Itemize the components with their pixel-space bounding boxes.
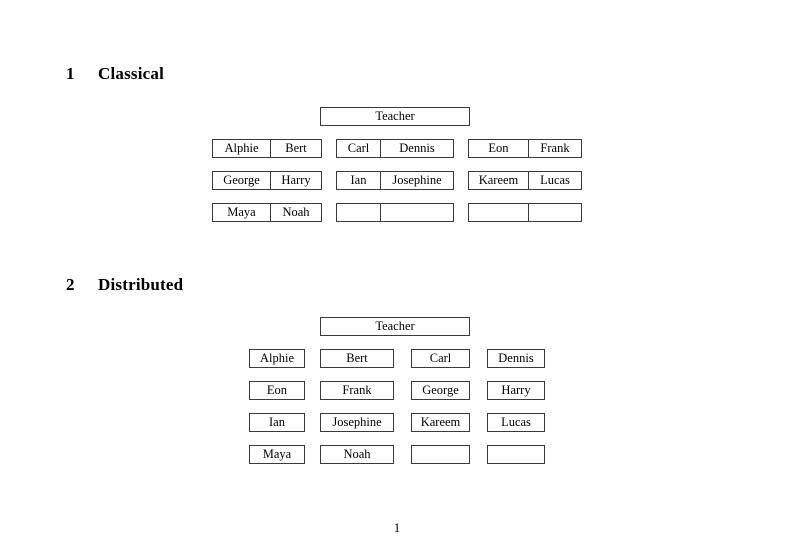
name-box: Kareem: [411, 413, 470, 432]
table-row: Ian Josephine: [336, 171, 454, 190]
section-heading-classical: 1 Classical: [66, 64, 164, 84]
name-cell: Josephine: [380, 172, 453, 189]
name-box: Noah: [320, 445, 394, 464]
name-box-empty: [411, 445, 470, 464]
name-cell: George: [223, 173, 260, 187]
name-cell: Carl: [347, 141, 370, 155]
teacher-box-distributed: Teacher: [320, 317, 470, 336]
table-row: Carl Dennis: [336, 139, 454, 158]
name-box: Alphie: [249, 349, 305, 368]
name-cell-empty: [469, 204, 528, 221]
name-cell: Dennis: [380, 140, 453, 157]
name-cell: Maya: [227, 205, 256, 219]
section-title: Classical: [98, 64, 165, 83]
name-box-empty: [487, 445, 545, 464]
table-row: Eon Frank: [468, 139, 582, 158]
table-row: Maya Noah: [212, 203, 322, 222]
name-cell: Alphie: [224, 141, 259, 155]
section-title: Distributed: [98, 275, 184, 294]
table-row: George Harry: [212, 171, 322, 190]
name-cell: Bert: [270, 140, 321, 157]
name-box: Dennis: [487, 349, 545, 368]
name-box: Maya: [249, 445, 305, 464]
name-cell: Eon: [488, 141, 509, 155]
name-box: George: [411, 381, 470, 400]
name-cell: Lucas: [528, 172, 581, 189]
name-cell-empty: [337, 204, 380, 221]
name-cell-empty: [528, 204, 581, 221]
section-number: 2: [66, 275, 75, 294]
name-cell: Frank: [528, 140, 581, 157]
name-box: Harry: [487, 381, 545, 400]
name-box: Frank: [320, 381, 394, 400]
name-cell: Noah: [270, 204, 321, 221]
section-heading-distributed: 2 Distributed: [66, 275, 183, 295]
name-box: Eon: [249, 381, 305, 400]
name-cell: Kareem: [478, 173, 519, 187]
table-row: Alphie Bert: [212, 139, 322, 158]
teacher-box-classical: Teacher: [320, 107, 470, 126]
name-box: Bert: [320, 349, 394, 368]
name-cell: Harry: [270, 172, 321, 189]
table-row: Kareem Lucas: [468, 171, 582, 190]
table-row-empty: [468, 203, 582, 222]
name-box: Josephine: [320, 413, 394, 432]
table-row-empty: [336, 203, 454, 222]
page-number: 1: [393, 521, 401, 535]
name-cell: Ian: [350, 173, 367, 187]
section-number: 1: [66, 64, 75, 83]
name-box: Lucas: [487, 413, 545, 432]
name-box: Ian: [249, 413, 305, 432]
name-box: Carl: [411, 349, 470, 368]
name-cell-empty: [380, 204, 453, 221]
